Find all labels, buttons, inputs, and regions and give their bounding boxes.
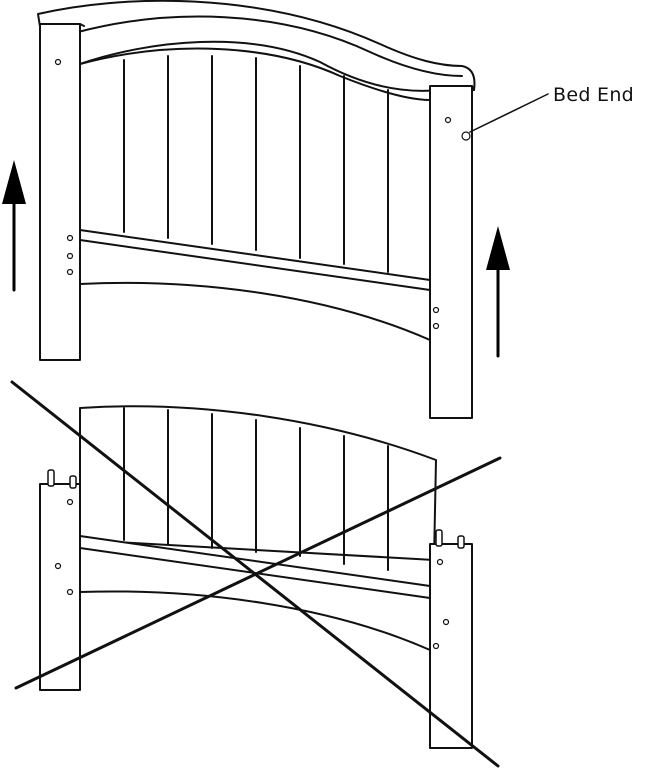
post-hole-icon	[66, 268, 74, 276]
left-post	[39, 23, 81, 361]
post-hole-icon	[432, 322, 440, 330]
post-hole-icon	[66, 498, 74, 506]
bed-end-incorrect	[39, 405, 473, 749]
top-rail-bottom-edge	[79, 47, 431, 101]
left-post-short	[39, 483, 81, 691]
dowel-peg-icon	[457, 535, 465, 549]
post-hole-icon	[442, 618, 450, 626]
bed-end-label: Bed End	[553, 84, 635, 106]
post-hole-icon	[432, 642, 440, 650]
post-hole-icon	[461, 131, 471, 141]
dowel-peg-icon	[69, 475, 77, 489]
callout-leader	[469, 93, 549, 133]
slats-top	[123, 55, 389, 273]
post-hole-icon	[66, 588, 74, 596]
post-hole-icon	[54, 58, 62, 66]
up-arrow-left-icon	[2, 160, 26, 292]
bed-end-correct	[37, 0, 549, 419]
post-hole-icon	[436, 558, 444, 566]
post-hole-icon	[432, 306, 440, 314]
slat-panel-top-edge	[79, 405, 437, 561]
post-hole-icon	[66, 234, 74, 242]
top-rail	[37, 0, 476, 92]
dowel-peg-icon	[47, 469, 55, 487]
up-arrow-right-icon	[486, 226, 510, 358]
top-rail-inner-edge	[77, 15, 463, 77]
right-post	[429, 85, 473, 419]
dowel-peg-icon	[435, 529, 443, 547]
post-hole-icon	[66, 252, 74, 260]
post-hole-icon	[444, 116, 452, 124]
slats-bottom	[123, 407, 389, 571]
lower-rail-bottom	[79, 535, 431, 651]
post-hole-icon	[54, 562, 62, 570]
lower-rail	[79, 229, 431, 341]
cross-out-x-icon	[10, 380, 502, 768]
